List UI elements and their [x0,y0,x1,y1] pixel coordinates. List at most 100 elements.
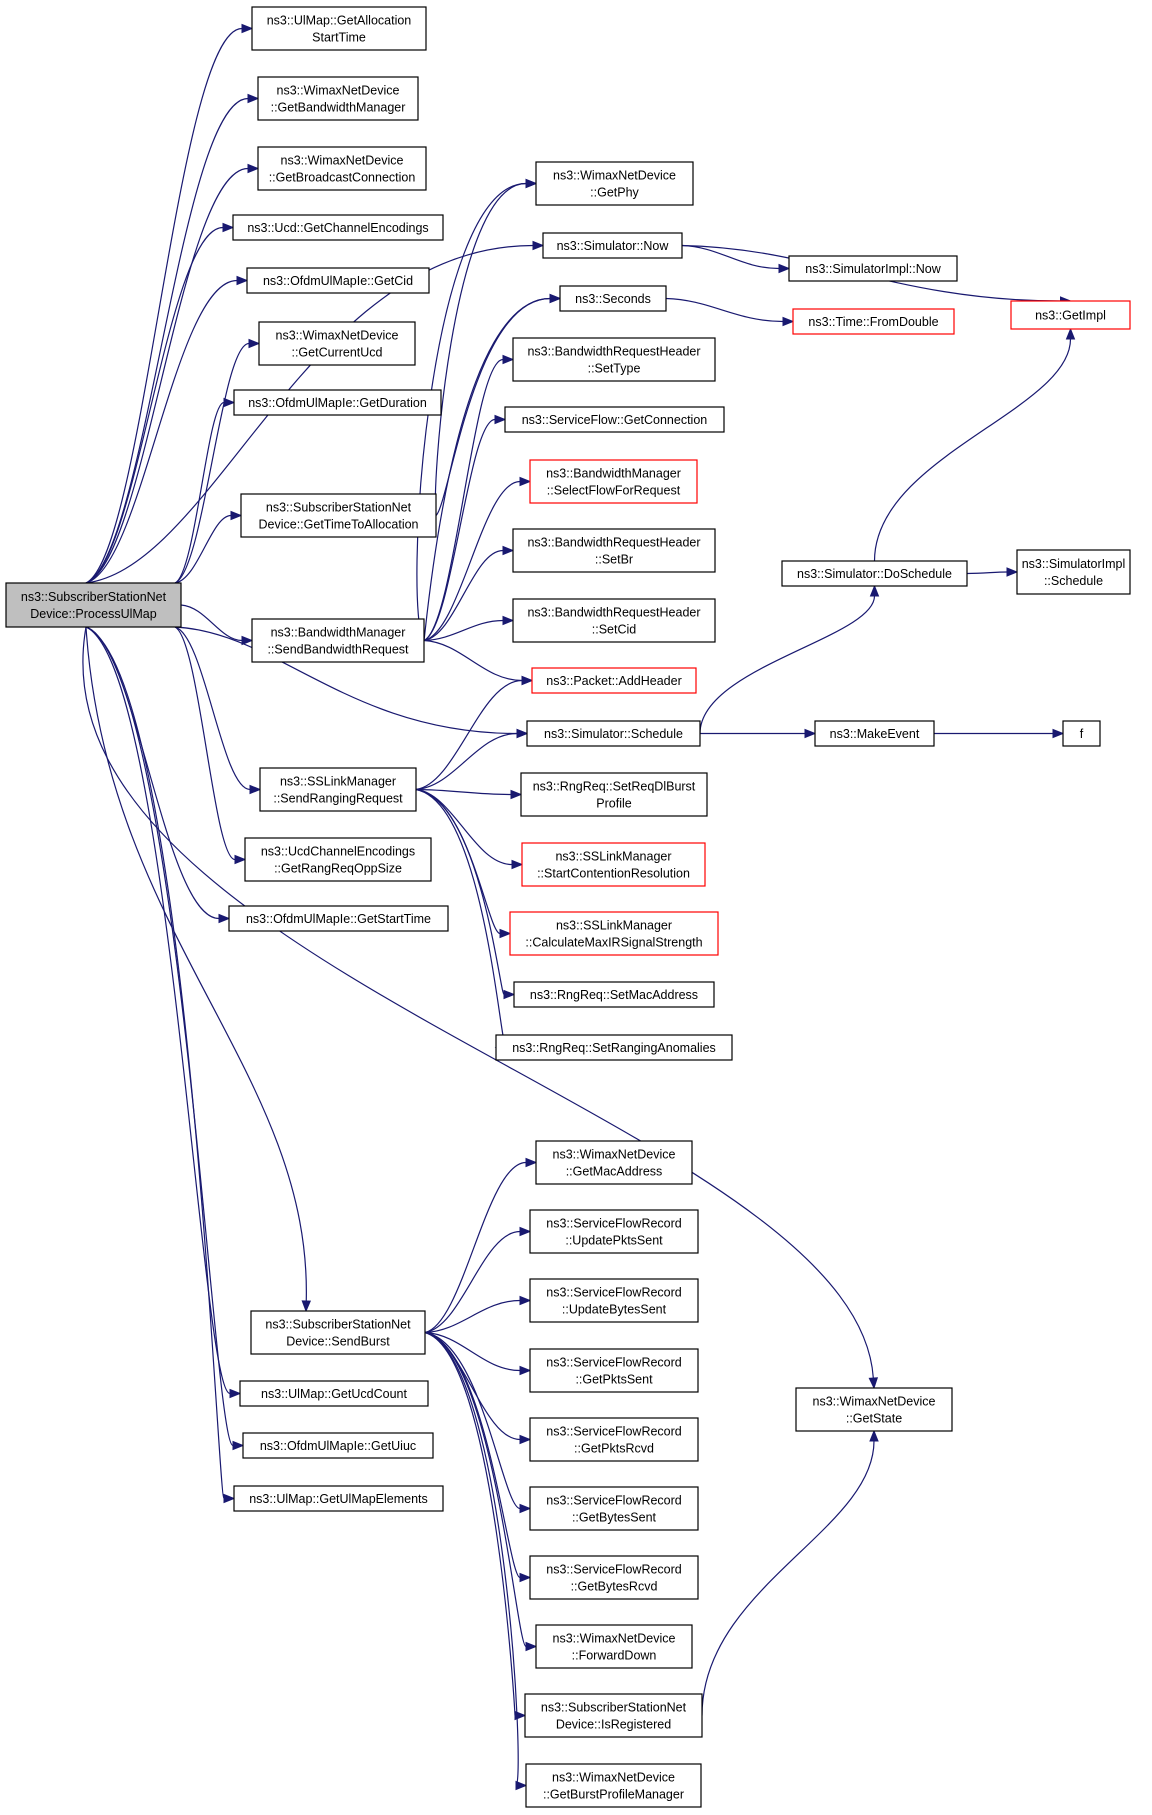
node-getTimeToAlloc[interactable]: ns3::SubscriberStationNetDevice::GetTime… [240,493,437,538]
node-setMac[interactable]: ns3::RngReq::SetMacAddress [513,981,715,1008]
node-box [1016,549,1131,595]
node-getUcdCount[interactable]: ns3::UlMap::GetUcdCount [239,1380,429,1407]
node-makeEvent[interactable]: ns3::MakeEvent [814,720,935,747]
node-sendBwReq[interactable]: ns3::BandwidthManager::SendBandwidthRequ… [251,618,425,663]
edge-sendRngReq-to-addHeader [415,675,534,791]
edge-line [174,626,236,861]
node-box [1062,720,1101,747]
node-getRangReqOpp[interactable]: ns3::UcdChannelEncodings::GetRangReqOppS… [244,837,432,882]
node-simSchedule[interactable]: ns3::Simulator::Schedule [526,720,701,747]
node-getStartTime[interactable]: ns3::OfdmUlMapIe::GetStartTime [228,905,449,932]
edge-line [415,679,523,791]
arrow-head [1052,728,1065,739]
node-getBurstProf[interactable]: ns3::WimaxNetDevice::GetBurstProfileMana… [525,1763,702,1808]
node-f[interactable]: f [1062,720,1101,747]
node-getPhy[interactable]: ns3::WimaxNetDevice::GetPhy [535,161,694,206]
node-startCont[interactable]: ns3::SSLinkManager::StartContentionResol… [521,842,706,887]
node-getDuration[interactable]: ns3::OfdmUlMapIe::GetDuration [233,389,442,416]
node-addHeader[interactable]: ns3::Packet::AddHeader [531,667,697,694]
node-getBcastConn[interactable]: ns3::WimaxNetDevice::GetBroadcastConnect… [257,146,427,191]
node-calcMax[interactable]: ns3::SSLinkManager::CalculateMaxIRSignal… [509,911,719,956]
node-getBytesSent[interactable]: ns3::ServiceFlowRecord::GetBytesSent [529,1486,699,1531]
node-label-line: ::SetBr [595,553,633,567]
edge-line [85,626,307,1302]
edge-root-to-getDuration [174,397,236,584]
node-getChanEnc[interactable]: ns3::Ucd::GetChannelEncodings [232,214,444,241]
node-getPktsSent[interactable]: ns3::ServiceFlowRecord::GetPktsSent [529,1348,699,1393]
edge-doSchedule-to-implSchedule [966,567,1019,577]
node-bwSetBr[interactable]: ns3::BandwidthRequestHeader::SetBr [512,528,716,573]
edge-line [423,297,551,641]
node-simNow[interactable]: ns3::Simulator::Now [542,232,683,259]
arrow-head [510,789,523,800]
node-label-line: ns3::WimaxNetDevice [277,84,400,98]
node-label-line: ns3::Simulator::Now [557,239,670,253]
node-getCurUcd[interactable]: ns3::WimaxNetDevice::GetCurrentUcd [258,321,416,366]
edge-line [180,604,243,642]
node-box [240,493,437,538]
node-label-line: ns3::SubscriberStationNet [541,1701,687,1715]
node-label-line: ns3::SSLinkManager [555,850,671,864]
node-label-line: ::StartContentionResolution [537,867,690,881]
node-getBwMgr[interactable]: ns3::WimaxNetDevice::GetBandwidthManager [257,76,419,121]
node-doSchedule[interactable]: ns3::Simulator::DoSchedule [781,560,968,587]
node-implSchedule[interactable]: ns3::SimulatorImpl::Schedule [1016,549,1131,595]
node-getMacAddr[interactable]: ns3::WimaxNetDevice::GetMacAddress [535,1140,693,1185]
node-updBytes[interactable]: ns3::ServiceFlowRecord::UpdateBytesSent [529,1278,699,1323]
edge-root-to-sendBurst [85,626,312,1313]
node-isReg[interactable]: ns3::SubscriberStationNetDevice::IsRegis… [524,1693,703,1738]
node-label-line: ::GetPhy [590,186,639,200]
node-label-line: ns3::BandwidthRequestHeader [527,606,700,620]
node-fwdDown[interactable]: ns3::WimaxNetDevice::ForwardDown [535,1624,693,1669]
node-root[interactable]: ns3::SubscriberStationNetDevice::Process… [5,582,182,628]
arrow-head [503,989,516,1000]
node-label-line: ::GetState [846,1412,902,1426]
node-simImplNow[interactable]: ns3::SimulatorImpl::Now [788,255,958,282]
node-box [529,1209,699,1254]
node-updPkts[interactable]: ns3::ServiceFlowRecord::UpdatePktsSent [529,1209,699,1254]
arrow-head [521,675,534,686]
node-getCid[interactable]: ns3::OfdmUlMapIe::GetCid [246,267,430,294]
node-seconds[interactable]: ns3::Seconds [559,285,667,312]
edge-line [174,626,251,791]
node-label-line: ::GetCurrentUcd [291,346,382,360]
node-box [521,842,706,887]
node-getImpl[interactable]: ns3::GetImpl [1010,300,1131,330]
node-getState[interactable]: ns3::WimaxNetDevice::GetState [795,1387,953,1432]
node-label-line: ::SelectFlowForRequest [547,484,681,498]
arrow-head [519,1503,532,1514]
node-box [529,1555,699,1600]
node-box [531,667,697,694]
arrow-head [229,1388,242,1399]
node-getUlMapEl[interactable]: ns3::UlMap::GetUlMapElements [233,1485,444,1512]
node-selectFlow[interactable]: ns3::BandwidthManager::SelectFlowForRequ… [529,459,698,504]
node-box [814,720,935,747]
arrow-head [241,635,254,646]
edge-root-to-sendBwReq [180,604,254,646]
edge-line [434,182,527,516]
node-fromDouble[interactable]: ns3::Time::FromDouble [792,308,955,335]
node-bwSetCid[interactable]: ns3::BandwidthRequestHeader::SetCid [512,598,716,643]
node-getUiuc[interactable]: ns3::OfdmUlMapIe::GetUiuc [242,1432,434,1459]
node-label-line: ::SetCid [592,623,637,637]
node-getBytesRcvd[interactable]: ns3::ServiceFlowRecord::GetBytesRcvd [529,1555,699,1600]
node-box [233,1485,444,1512]
node-sendBurst[interactable]: ns3::SubscriberStationNetDevice::SendBur… [250,1310,426,1355]
node-label-line: Device::IsRegistered [556,1718,671,1732]
node-sfGetConn[interactable]: ns3::ServiceFlow::GetConnection [504,406,725,433]
node-setRangAnom[interactable]: ns3::RngReq::SetRangingAnomalies [495,1034,733,1061]
node-label-line: ns3::BandwidthManager [271,626,406,640]
node-box [529,1348,699,1393]
node-label-line: ::SendBandwidthRequest [267,643,409,657]
node-bwSetType[interactable]: ns3::BandwidthRequestHeader::SetType [512,337,716,382]
node-sendRngReq[interactable]: ns3::SSLinkManager::SendRangingRequest [259,767,417,812]
edge-seconds-to-fromDouble [665,297,795,327]
node-box [495,1034,733,1061]
node-getPktsRcvd[interactable]: ns3::ServiceFlowRecord::GetPktsRcvd [529,1417,699,1462]
node-label-line: Device::ProcessUlMap [30,607,156,621]
arrow-head [525,1157,538,1168]
node-box [535,1140,693,1185]
arrow-head [247,93,260,104]
